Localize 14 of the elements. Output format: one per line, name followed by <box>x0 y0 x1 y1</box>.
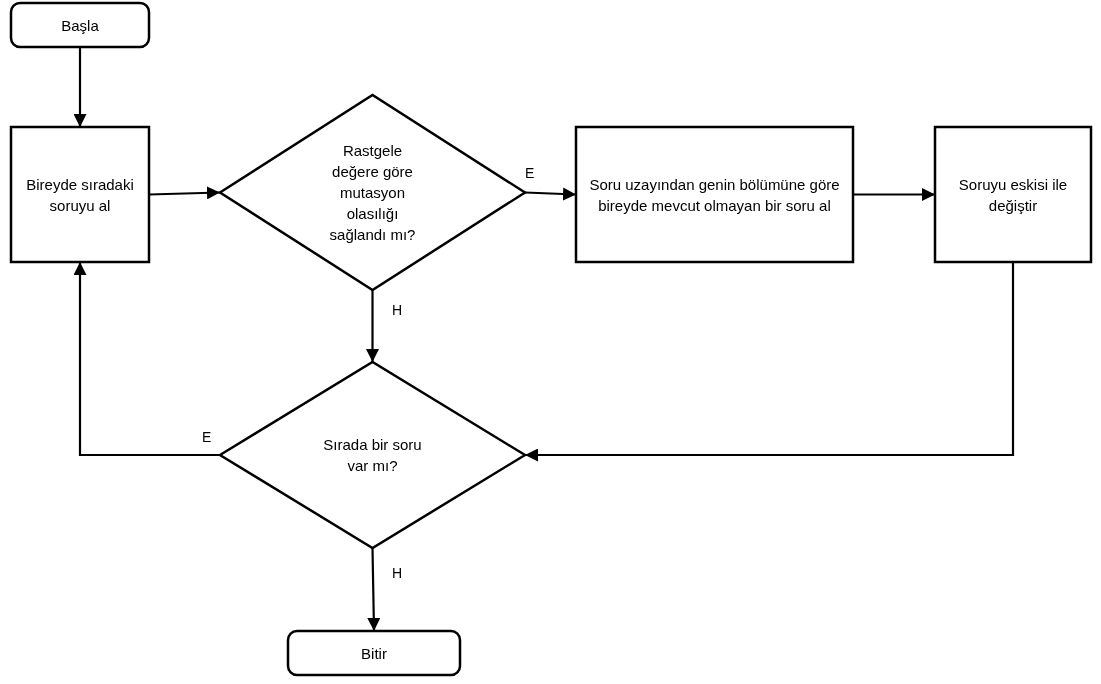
node-label: Bitir <box>360 643 388 664</box>
arrow <box>73 47 87 127</box>
node-label: Rastgele değere göre mutasyon olasılığı sağlandı mı? <box>328 141 417 245</box>
arrow <box>853 188 935 201</box>
node-label: Başla <box>60 15 100 36</box>
node-label: Bireyde sıradaki soruyu al <box>25 174 135 216</box>
node-label: Sırada bir soru var mı? <box>322 435 423 476</box>
arrow <box>366 290 379 362</box>
arrow <box>73 262 220 457</box>
arrow <box>524 187 577 201</box>
node-label: Soru uzayından genin bölümüne göre bireyde mevcut olmayan bir soru al <box>588 174 841 216</box>
arrow <box>525 262 1015 462</box>
arrow <box>367 548 381 631</box>
node-label: Soruyu eskisi ile değiştir <box>957 174 1069 216</box>
